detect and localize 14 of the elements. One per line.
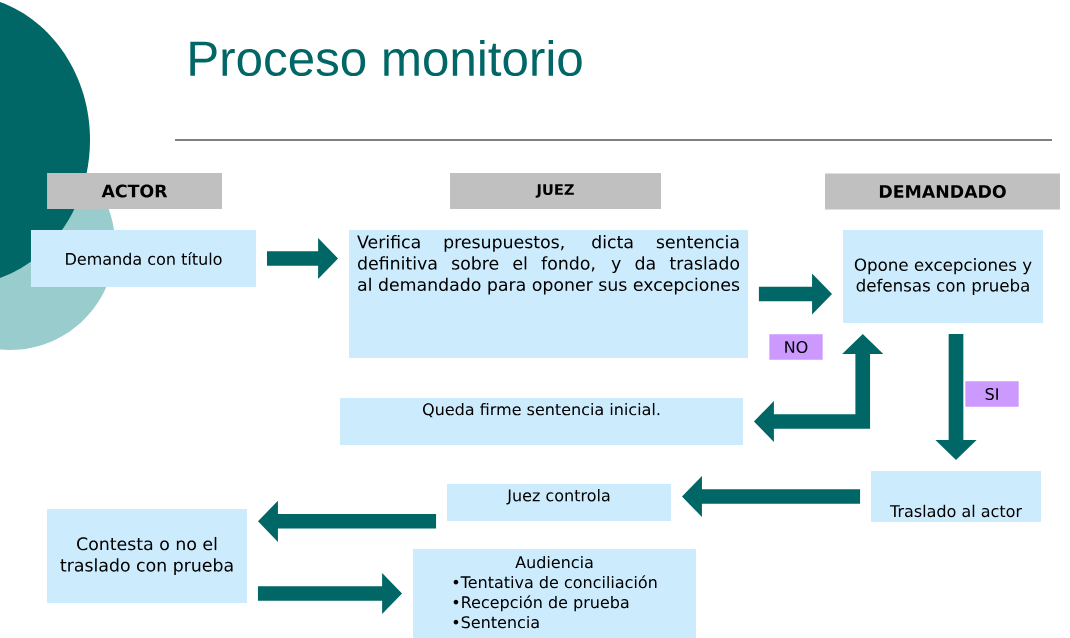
process-box: Queda firme sentencia inicial. <box>340 398 743 445</box>
process-box: Traslado al actor <box>871 471 1041 522</box>
process-box: Verifica presupuestos, dicta sentencia definitiva sobre el fondo, y da traslado al demandado para oponer sus excepciones <box>349 230 748 358</box>
column-header: ACTOR <box>47 173 222 209</box>
edge-label: SI <box>965 381 1019 407</box>
process-box: Juez controla <box>447 483 671 521</box>
process-box: Demanda con título <box>31 229 257 288</box>
title: Proceso monitorio <box>190 39 582 77</box>
column-header: JUEZ <box>450 173 661 209</box>
process-box: Opone excepciones y defensas con prueba <box>843 229 1043 324</box>
process-box: Audiencia •Tentativa de conciliación •Recepción de prueba •Sentencia <box>413 548 696 638</box>
process-box: Contesta o no el traslado con prueba <box>47 509 247 603</box>
column-header: DEMANDADO <box>825 173 1060 210</box>
edge-label: NO <box>769 334 823 360</box>
